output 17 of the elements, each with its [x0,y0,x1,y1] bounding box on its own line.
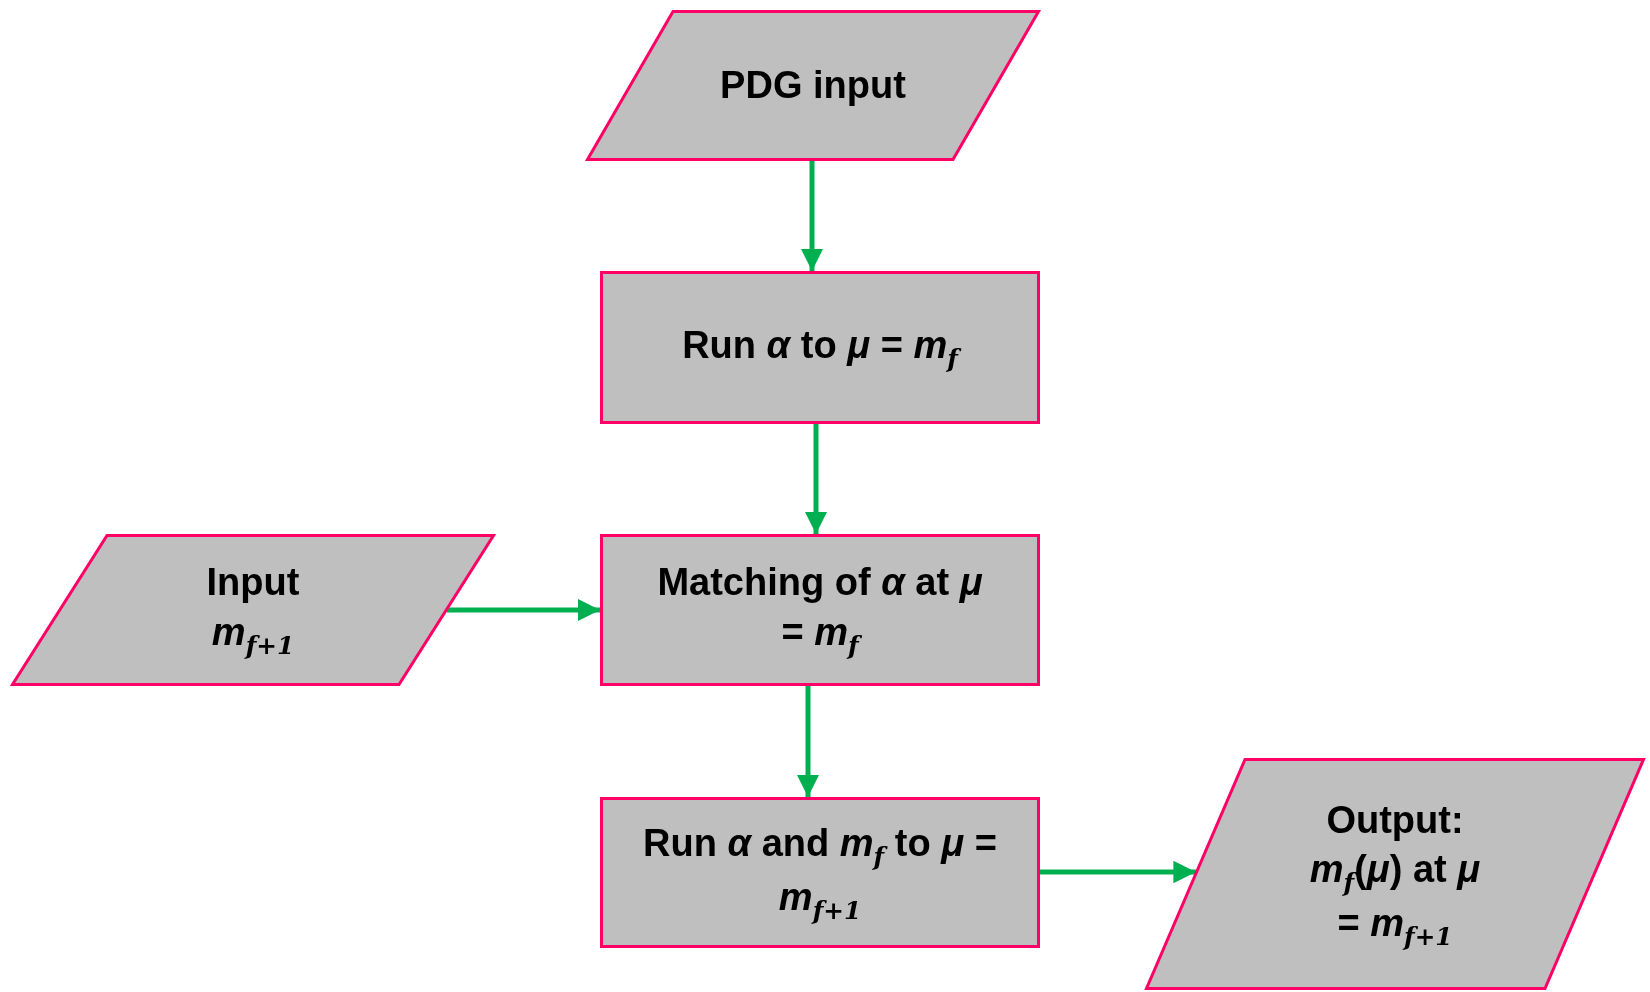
arrow [796,686,820,797]
data-parallelogram [11,534,495,686]
node-text: PDG input [719,62,907,108]
data-parallelogram [586,10,1040,161]
node-text: Output: m$_{f}$(μ) at μ = m$_{f+1}$ [1308,797,1482,953]
arrow [800,161,824,271]
process-box [600,534,1040,686]
process-box [600,271,1040,424]
data-parallelogram [1145,758,1645,990]
node-text: Run α to μ = m$_{f}$ [610,320,1030,375]
process-box [600,797,1040,948]
arrow [1040,860,1196,884]
arrow [804,424,828,534]
node-text: Input m$_{f+1}$ [205,560,301,662]
node-text: Matching of α at μ = m$_{f}$ [656,560,984,662]
arrow [447,598,600,622]
node-text: Run α and m$_{f}$ to μ = m$_{f+1}$ [642,820,998,927]
